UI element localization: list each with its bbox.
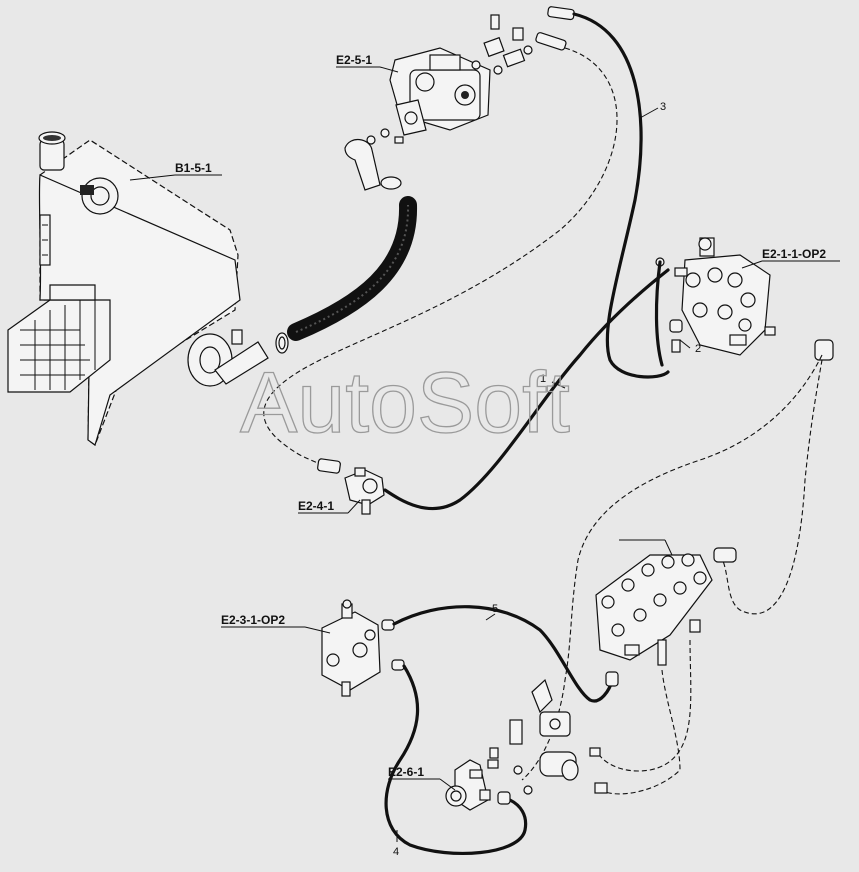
hose-2[interactable]: [654, 260, 664, 367]
label-pump: E2-5-1: [336, 53, 372, 67]
return-line-pump: [263, 47, 618, 466]
return-line-4: [597, 639, 692, 772]
control-valve-top[interactable]: [655, 237, 834, 361]
watermark: AutoSoft: [240, 355, 570, 451]
hose-5[interactable]: [381, 605, 619, 703]
hose-number-5: 5: [492, 603, 498, 615]
hose-4[interactable]: [384, 664, 528, 855]
return-line-2: [719, 359, 823, 615]
control-valve-left[interactable]: [321, 599, 405, 697]
label-tank: B1-5-1: [175, 161, 212, 175]
hose-number-1: 1: [540, 373, 546, 385]
hose-3[interactable]: [535, 6, 670, 379]
label-valve-small: E2-4-1: [298, 499, 334, 513]
label-valve-top: E2-1-1-OP2: [762, 247, 826, 261]
control-valve-middle[interactable]: [595, 547, 737, 666]
hydraulic-pump[interactable]: [366, 14, 533, 145]
label-valve-bottom: E2-6-1: [388, 765, 424, 779]
check-valve[interactable]: [317, 458, 385, 515]
hose-number-4: 4: [393, 846, 399, 858]
hose-number-2: 2: [695, 343, 701, 355]
return-line-1: [521, 354, 823, 781]
label-valve-left: E2-3-1-OP2: [221, 613, 285, 627]
hose-number-3: 3: [660, 101, 666, 113]
suction-line[interactable]: [214, 139, 418, 385]
return-line-3: [599, 669, 681, 795]
hydraulic-tank[interactable]: [7, 131, 243, 446]
bottom-valve-assembly[interactable]: [445, 678, 608, 811]
hose-1[interactable]: [383, 268, 670, 511]
